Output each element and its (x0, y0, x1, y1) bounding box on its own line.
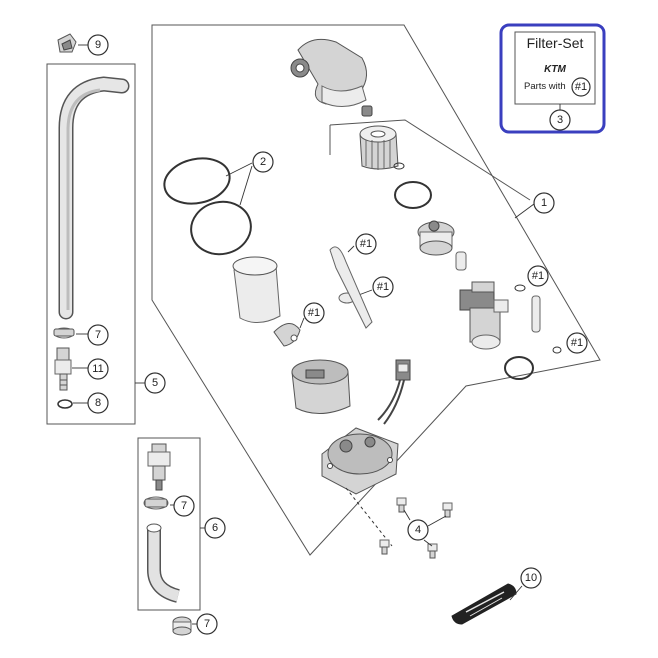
pump-flange-part (321, 427, 399, 495)
callout-9[interactable]: 9 (87, 34, 109, 56)
callout-ref-1b[interactable]: #1 (372, 276, 394, 298)
clip-part (57, 33, 77, 53)
svg-text:6: 6 (212, 522, 218, 534)
svg-text:5: 5 (152, 377, 158, 389)
svg-text:#1: #1 (532, 270, 544, 282)
svg-text:10: 10 (525, 572, 537, 584)
sleeve-part-2 (531, 295, 541, 333)
svg-text:8: 8 (95, 397, 101, 409)
callout-7-clamp[interactable]: 7 (173, 495, 195, 517)
o-ring-small-part (57, 399, 73, 409)
callout-7-hose[interactable]: 7 (87, 324, 109, 346)
float-arm-part (329, 246, 373, 329)
callout-4[interactable]: 4 (407, 519, 429, 541)
pump-top-housing-part (290, 38, 367, 107)
o-ring-large-part (394, 181, 432, 209)
callout-ref-1e[interactable]: #1 (566, 332, 588, 354)
callout-2[interactable]: 2 (252, 151, 274, 173)
main-assembly-frame (151, 24, 601, 556)
filter-set-title: Filter-Set (527, 35, 584, 51)
svg-text:#1: #1 (360, 238, 372, 250)
screws-part (379, 497, 453, 559)
callout-ref-1d[interactable]: #1 (527, 265, 549, 287)
callout-8[interactable]: 8 (87, 392, 109, 414)
o-ring-pump-part (504, 356, 534, 380)
o-ring-tiny-part (393, 162, 405, 170)
small-sleeve-part (455, 251, 467, 271)
hose-clamp-part (53, 327, 75, 339)
filter-set-highlight-frame (499, 23, 606, 134)
callout-11[interactable]: 11 (87, 358, 109, 380)
fuel-pump-motor-part (459, 281, 509, 350)
svg-text:7: 7 (204, 618, 210, 630)
callout-3[interactable]: 3 (549, 109, 571, 131)
filter-sleeve-part (232, 256, 281, 323)
pleated-filter-part (359, 125, 399, 170)
pressure-regulator-part (417, 220, 455, 256)
quick-connector-part (147, 443, 171, 491)
filter-set-ref-callout: #1 (571, 77, 591, 97)
callout-10[interactable]: 10 (520, 567, 542, 589)
svg-text:11: 11 (92, 363, 103, 375)
svg-text:3: 3 (557, 114, 563, 126)
callout-ref-1c[interactable]: #1 (303, 302, 325, 324)
connector-part (54, 347, 72, 391)
callout-7-cap[interactable]: 7 (196, 613, 218, 635)
svg-text:7: 7 (181, 500, 187, 512)
wiring-plug-part (377, 359, 411, 425)
ktm-logo: KTM (544, 64, 566, 75)
svg-text:4: 4 (415, 524, 421, 536)
fuel-hose-group-frame (46, 63, 136, 425)
inner-subgroup-frame (329, 119, 531, 201)
parts-with-label: Parts with (524, 81, 566, 92)
svg-text:#1: #1 (571, 337, 583, 349)
fuel-hose-part (58, 76, 130, 320)
callout-6[interactable]: 6 (204, 517, 226, 539)
svg-text:#1: #1 (575, 81, 587, 93)
svg-text:#1: #1 (308, 307, 320, 319)
callout-5[interactable]: 5 (144, 372, 166, 394)
svg-text:7: 7 (95, 329, 101, 341)
warning-decal-part (451, 583, 517, 625)
short-hose-part (146, 523, 181, 603)
svg-text:1: 1 (541, 197, 547, 209)
svg-text:#1: #1 (377, 281, 389, 293)
callout-1[interactable]: 1 (533, 192, 555, 214)
small-clip-part (273, 323, 301, 347)
svg-text:9: 9 (95, 39, 101, 51)
svg-text:2: 2 (260, 156, 266, 168)
pump-housing-cup-part (291, 359, 351, 414)
hose-group-frame (137, 437, 201, 611)
hose-clamp-part-2 (143, 496, 169, 510)
callout-ref-1a[interactable]: #1 (355, 233, 377, 255)
cap-part (172, 616, 192, 636)
small-filter-part (361, 105, 373, 117)
